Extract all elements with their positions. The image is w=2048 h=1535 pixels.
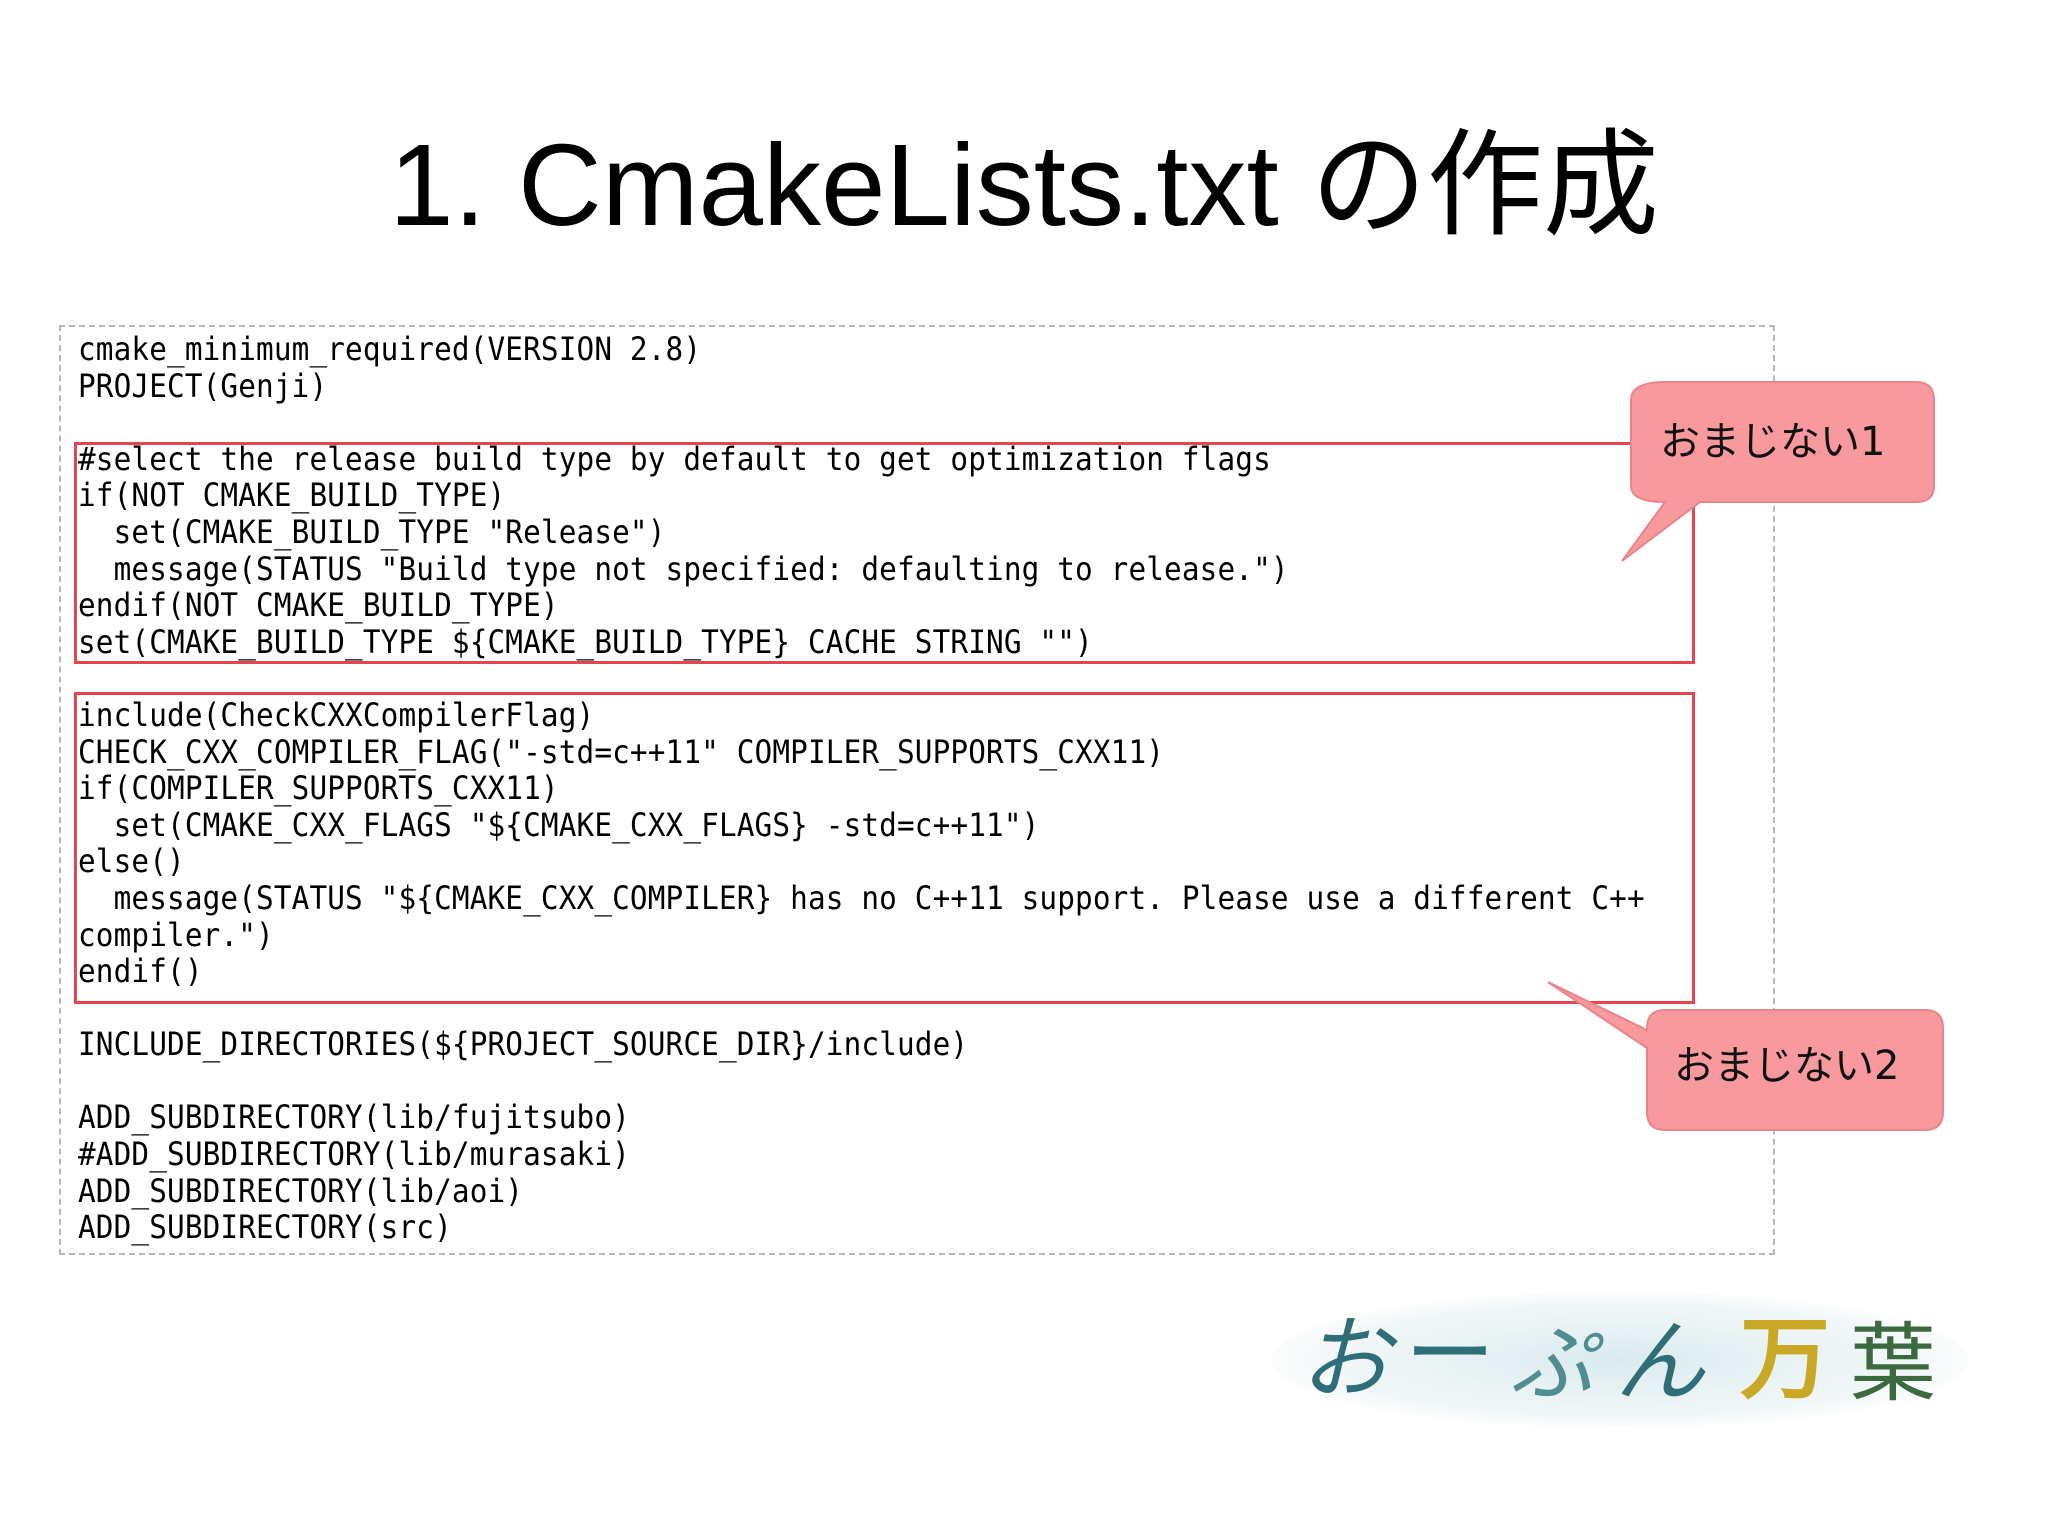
svg-text:お: お [1300, 1307, 1398, 1412]
code-line: CHECK_CXX_COMPILER_FLAG("-std=c++11" COM… [78, 732, 1165, 771]
code-line: else() [78, 842, 185, 881]
svg-text:万: 万 [1740, 1306, 1830, 1412]
code-line: endif(NOT CMAKE_BUILD_TYPE) [78, 586, 559, 625]
code-line: if(COMPILER_SUPPORTS_CXX11) [78, 769, 559, 808]
code-line: compiler.") [78, 915, 274, 954]
callout-label-2: おまじない2 [1674, 1043, 1900, 1089]
site-logo: お ー ぷ ん 万 葉 [1270, 1292, 1970, 1425]
code-line: PROJECT(Genji) [78, 366, 328, 405]
code-line: set(CMAKE_BUILD_TYPE ${CMAKE_BUILD_TYPE}… [78, 622, 1093, 661]
svg-text:葉: 葉 [1850, 1314, 1936, 1414]
code-line: cmake_minimum_required(VERSION 2.8) [78, 330, 702, 368]
svg-text:ー: ー [1405, 1302, 1495, 1407]
highlight-box-release-build [74, 442, 1695, 664]
callout-label-1: おまじない1 [1660, 419, 1886, 465]
code-line: #select the release build type by defaul… [78, 439, 1271, 478]
svg-text:ぷ: ぷ [1510, 1315, 1605, 1413]
code-line: set(CMAKE_BUILD_TYPE "Release") [78, 512, 666, 551]
code-line: message(STATUS "${CMAKE_CXX_COMPILER} ha… [78, 878, 1645, 917]
code-line [78, 1063, 1645, 1100]
code-line: if(NOT CMAKE_BUILD_TYPE) [78, 476, 506, 515]
code-line: include(CheckCXXCompilerFlag) [78, 695, 595, 734]
code-line: endif() [78, 952, 203, 991]
slide-title: 1. CmakeLists.txt の作成 [389, 120, 1659, 250]
code-line: ADD_SUBDIRECTORY(lib/fujitsubo) [78, 1098, 630, 1137]
code-block-frame [59, 325, 1775, 1255]
svg-text:ん: ん [1615, 1310, 1706, 1415]
code-line [78, 404, 1645, 441]
code-line: set(CMAKE_CXX_FLAGS "${CMAKE_CXX_FLAGS} … [78, 805, 1040, 844]
code-line: ADD_SUBDIRECTORY(src) [78, 1208, 452, 1247]
code-line: INCLUDE_DIRECTORIES(${PROJECT_SOURCE_DIR… [78, 1025, 969, 1064]
code-line: message(STATUS "Build type not specified… [78, 549, 1289, 588]
code-block: cmake_minimum_required(VERSION 2.8)PROJE… [78, 331, 1645, 1246]
code-line: #ADD_SUBDIRECTORY(lib/murasaki) [78, 1135, 630, 1174]
highlight-box-cxx11-check [74, 692, 1695, 1004]
code-line: ADD_SUBDIRECTORY(lib/aoi) [78, 1171, 524, 1210]
